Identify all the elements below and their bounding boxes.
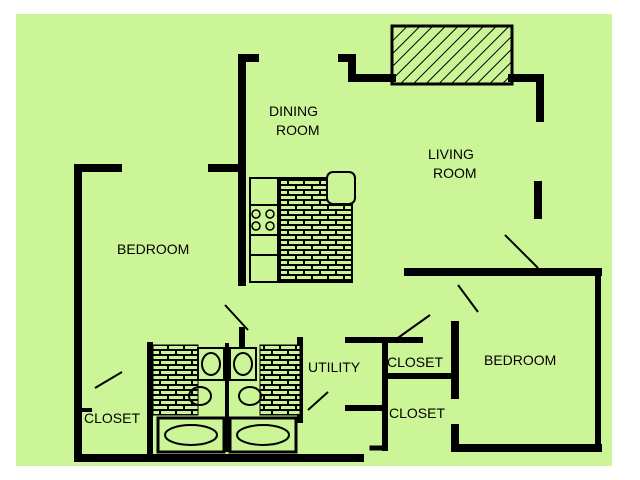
- bedroom-left-label: BEDROOM: [117, 241, 189, 257]
- door-swings: [94, 234, 539, 411]
- closet-mid-bottom-label: CLOSET: [389, 405, 445, 421]
- utility-label: UTILITY: [308, 359, 361, 375]
- bathtub-right-icon: [228, 416, 298, 454]
- closet-mid-top-label: CLOSET: [387, 354, 443, 370]
- closet-left-label: CLOSET: [84, 410, 140, 426]
- bath-bricks-left: [152, 344, 199, 416]
- sink-right-icon: [238, 386, 262, 406]
- bedroom-right-label: BEDROOM: [484, 352, 556, 368]
- dining-room-label-line1: DINING: [269, 103, 318, 119]
- living-room-label-line2: ROOM: [433, 165, 477, 181]
- toilet-left-icon: [197, 347, 225, 381]
- stove-icon: [251, 209, 275, 231]
- living-room-label-line1: LIVING: [428, 146, 474, 162]
- bath-bricks-right: [259, 344, 301, 416]
- bathtub-left-icon: [156, 416, 226, 454]
- balcony-hatched: [390, 24, 514, 86]
- sink-left-icon: [188, 386, 212, 406]
- toilet-right-icon: [229, 347, 257, 381]
- dining-room-label-line2: ROOM: [276, 122, 320, 138]
- fireplace-hearth: [326, 171, 356, 205]
